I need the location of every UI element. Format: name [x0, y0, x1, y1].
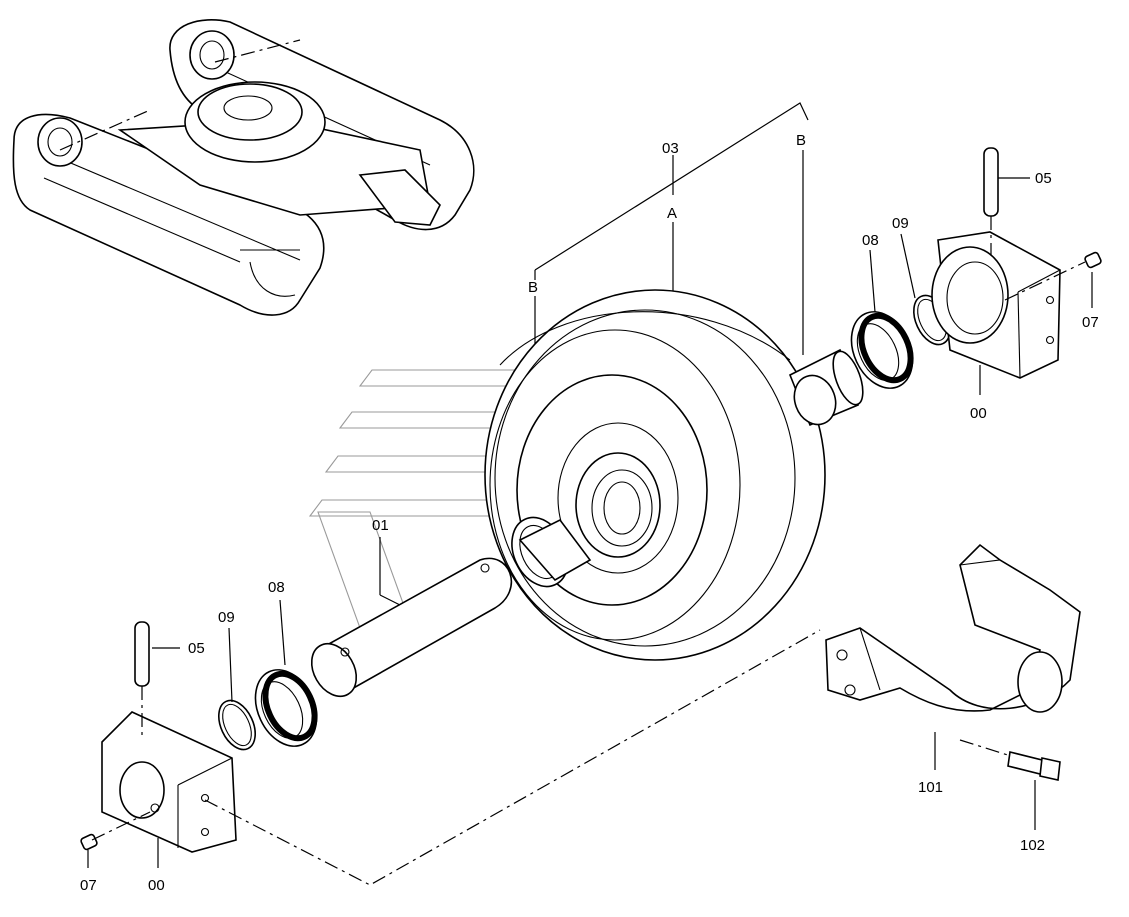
floating-seal-left: [254, 669, 318, 747]
label-a: A: [667, 205, 677, 222]
label-00-left: 00: [148, 877, 165, 894]
bolt: [1007, 751, 1061, 781]
support-block-left: [101, 711, 237, 853]
label-left-bracket-b: B: [528, 279, 538, 296]
label-102: 102: [1020, 837, 1045, 854]
part-labels: B 03 A B 01 08 09 05 00 07 08 09 05 07 0…: [80, 132, 1099, 894]
shaft: [310, 557, 513, 698]
assembly-line-left: [204, 629, 821, 886]
plug-right: [1084, 251, 1102, 269]
label-101: 101: [918, 779, 943, 796]
label-top-bracket-b: B: [796, 132, 806, 149]
undercarriage-overview-inset: [12, 19, 475, 316]
support-block-right: [931, 231, 1086, 379]
pin-right: [983, 147, 999, 255]
label-08-left: 08: [268, 579, 285, 596]
label-05-right: 05: [1035, 170, 1052, 187]
idler-wheel: [484, 289, 826, 661]
label-00-right: 00: [970, 405, 987, 422]
label-07-right: 07: [1082, 314, 1099, 331]
label-07-left: 07: [80, 877, 97, 894]
leader-lines: [87, 177, 1093, 868]
idler-guard: [825, 543, 1081, 763]
label-09-right: 09: [892, 215, 909, 232]
plug-left: [80, 811, 151, 851]
pin-left: [134, 621, 150, 740]
o-ring-left: [218, 699, 256, 751]
label-01: 01: [372, 517, 389, 534]
bushing-right: [788, 348, 864, 427]
floating-seal-right: [850, 311, 914, 389]
label-08-right: 08: [862, 232, 879, 249]
label-09-left: 09: [218, 609, 235, 626]
thrust-ring-left: [511, 516, 592, 588]
label-05-left: 05: [188, 640, 205, 657]
label-03: 03: [662, 140, 679, 157]
